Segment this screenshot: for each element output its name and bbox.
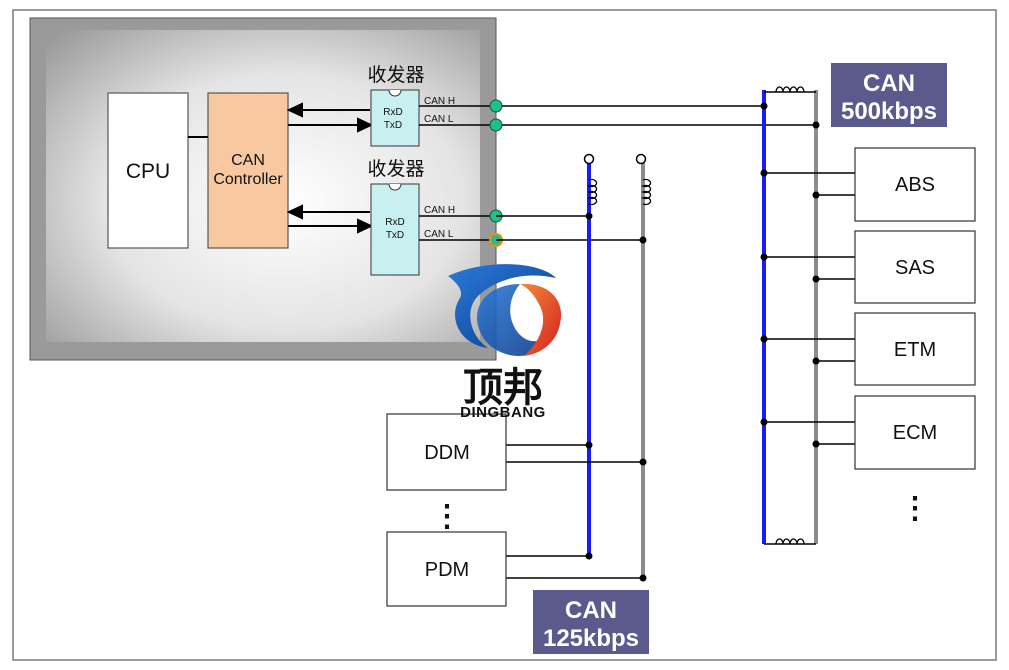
dingbang-cn: 顶邦 — [463, 365, 543, 411]
port-node — [489, 118, 503, 132]
bus-low-terminal — [583, 153, 595, 165]
transceiver-2: 收发器 RxD TxD CAN H CAN L — [367, 158, 496, 276]
node-etm: ETM — [760, 312, 976, 386]
controller-label-line2: Controller — [213, 171, 283, 188]
transceiver-2-txd: TxD — [386, 230, 404, 241]
bus-low-label-line1: CAN — [565, 597, 617, 624]
transceiver-1-rxd: RxD — [383, 107, 402, 118]
bus-low-label: CAN 125kbps — [533, 590, 649, 654]
bus-high-label: CAN 500kbps — [831, 63, 947, 127]
transceiver-1-txd: TxD — [384, 120, 402, 131]
transceiver-1: 收发器 RxD TxD CAN H CAN L — [367, 64, 496, 147]
transceiver-1-canl: CAN L — [424, 114, 454, 125]
low-more-ellipsis: ⋮ — [432, 500, 462, 533]
node-etm-label: ETM — [894, 339, 936, 361]
can-controller-block: CAN Controller — [207, 92, 289, 249]
terminator-bottom — [775, 538, 805, 545]
node-sas-label: SAS — [895, 257, 935, 279]
terminator-top — [775, 86, 805, 93]
high-more-ellipsis: ⋮ — [900, 492, 930, 525]
dingbang-logo: 顶邦 DINGBANG — [448, 264, 562, 421]
dingbang-emblem — [448, 264, 562, 356]
bus-high-label-line1: CAN — [863, 70, 915, 97]
cpu-block: CPU — [107, 92, 189, 249]
transceiver-2-title: 收发器 — [367, 158, 424, 180]
node-abs: ABS — [760, 147, 976, 222]
controller-label-line1: CAN — [231, 152, 265, 169]
bus-low-terminal — [635, 153, 647, 165]
port-node — [489, 99, 503, 113]
dingbang-en: DINGBANG — [460, 404, 546, 421]
node-ddm: DDM — [386, 413, 647, 491]
controller-transceiver-links — [286, 102, 374, 234]
node-ecm: ECM — [760, 395, 976, 470]
bus-low-coils — [587, 178, 652, 206]
transceiver-1-canh: CAN H — [424, 96, 455, 107]
transceiver-1-title: 收发器 — [367, 64, 424, 86]
bus-high-wiring — [496, 86, 820, 545]
bus-low-wiring — [496, 153, 652, 578]
low-speed-nodes: DDM ⋮ PDM — [386, 413, 647, 607]
node-abs-label: ABS — [895, 174, 935, 196]
node-pdm: PDM — [386, 531, 647, 607]
cpu-label: CPU — [126, 160, 170, 183]
node-sas: SAS — [760, 230, 976, 304]
node-ecm-label: ECM — [893, 422, 937, 444]
node-pdm-label: PDM — [425, 559, 469, 581]
bus-high-label-line2: 500kbps — [841, 98, 937, 125]
bus-low-label-line2: 125kbps — [543, 625, 639, 652]
transceiver-2-canl: CAN L — [424, 229, 454, 240]
high-speed-nodes: ABS SAS ETM ECM ⋮ — [760, 147, 976, 525]
transceiver-2-rxd: RxD — [385, 217, 404, 228]
node-ddm-label: DDM — [424, 442, 470, 464]
transceiver-2-canh: CAN H — [424, 205, 455, 216]
